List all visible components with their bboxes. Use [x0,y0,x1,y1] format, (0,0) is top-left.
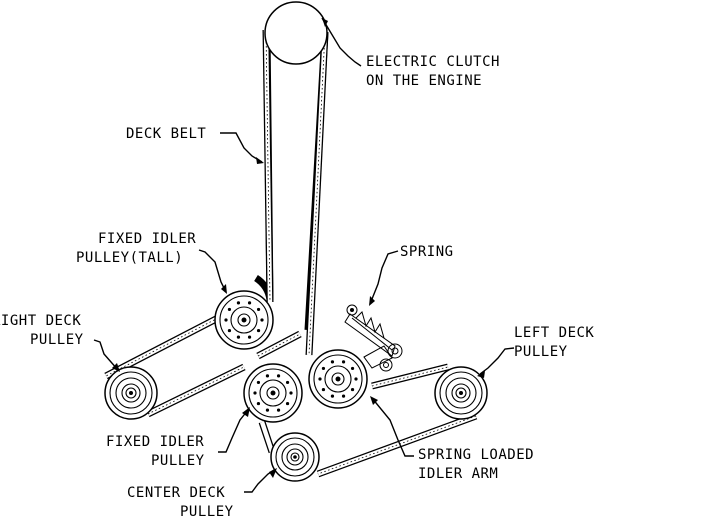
labels: ELECTRIC CLUTCH ON THE ENGINE DECK BELT … [0,54,594,518]
bolt-hole [253,391,257,395]
bolt-hole [330,360,335,364]
bolt-hole [285,380,290,385]
idler-arm-assembly [344,304,403,372]
bolt-hole [247,335,252,339]
label-left-deck-2: PULLEY [514,344,568,360]
label-center-deck-2: PULLEY [180,504,234,518]
bolt-hole [318,377,322,381]
electric-clutch-pulley [264,1,328,65]
bolt-hole [256,380,261,385]
bolt-hole [227,307,232,312]
label-fixed-idler-1: FIXED IDLER [106,434,204,450]
label-right-deck-2: PULLEY [30,332,84,348]
bolt-hole [350,387,355,392]
label-right-deck-1: RIGHT DECK [0,313,81,329]
bolt-hole [354,377,358,381]
bolt-hole [247,301,252,305]
deck-belt [104,29,478,478]
bolt-hole [265,408,270,412]
label-spring-loaded-1: SPRING LOADED [418,447,534,463]
bolt-hole [285,401,290,406]
bolt-hole [289,391,293,395]
bolt-hole [321,387,326,392]
label-electric-clutch-2: ON THE ENGINE [366,73,482,89]
bolt-hole [236,335,241,339]
label-fixed-idler-tall-2: PULLEY(TALL) [76,250,183,266]
bolt-hole [350,366,355,371]
label-fixed-idler-2: PULLEY [151,453,205,469]
spring-loaded-idler-pulley [308,349,368,409]
bolt-hole [224,318,228,322]
bolt-hole [265,374,270,378]
label-fixed-idler-tall-1: FIXED IDLER [98,231,196,247]
label-center-deck-1: CENTER DECK [127,485,225,501]
bolt-hole [321,366,326,371]
leader-lines [93,17,515,493]
label-spring-loaded-2: IDLER ARM [418,466,498,482]
bolt-hole [330,394,335,398]
fixed-idler-tall-pulley [214,290,274,350]
bolt-hole [260,318,264,322]
label-electric-clutch-1: ELECTRIC CLUTCH [366,54,500,70]
bolt-hole [341,394,346,398]
bolt-hole [341,360,346,364]
bolt-hole [276,374,281,378]
fixed-idler-pulley [243,363,303,423]
label-deck-belt: DECK BELT [126,126,206,142]
center-deck-pulley [270,432,320,482]
bolt-hole [227,328,232,333]
label-left-deck-1: LEFT DECK [514,325,594,341]
right-deck-pulley [104,366,158,420]
bolt-hole [256,401,261,406]
label-spring: SPRING [400,244,454,260]
bolt-hole [236,301,241,305]
bolt-hole [276,408,281,412]
bolt-hole [256,328,261,333]
bolt-hole [256,307,261,312]
left-deck-pulley [434,366,488,420]
